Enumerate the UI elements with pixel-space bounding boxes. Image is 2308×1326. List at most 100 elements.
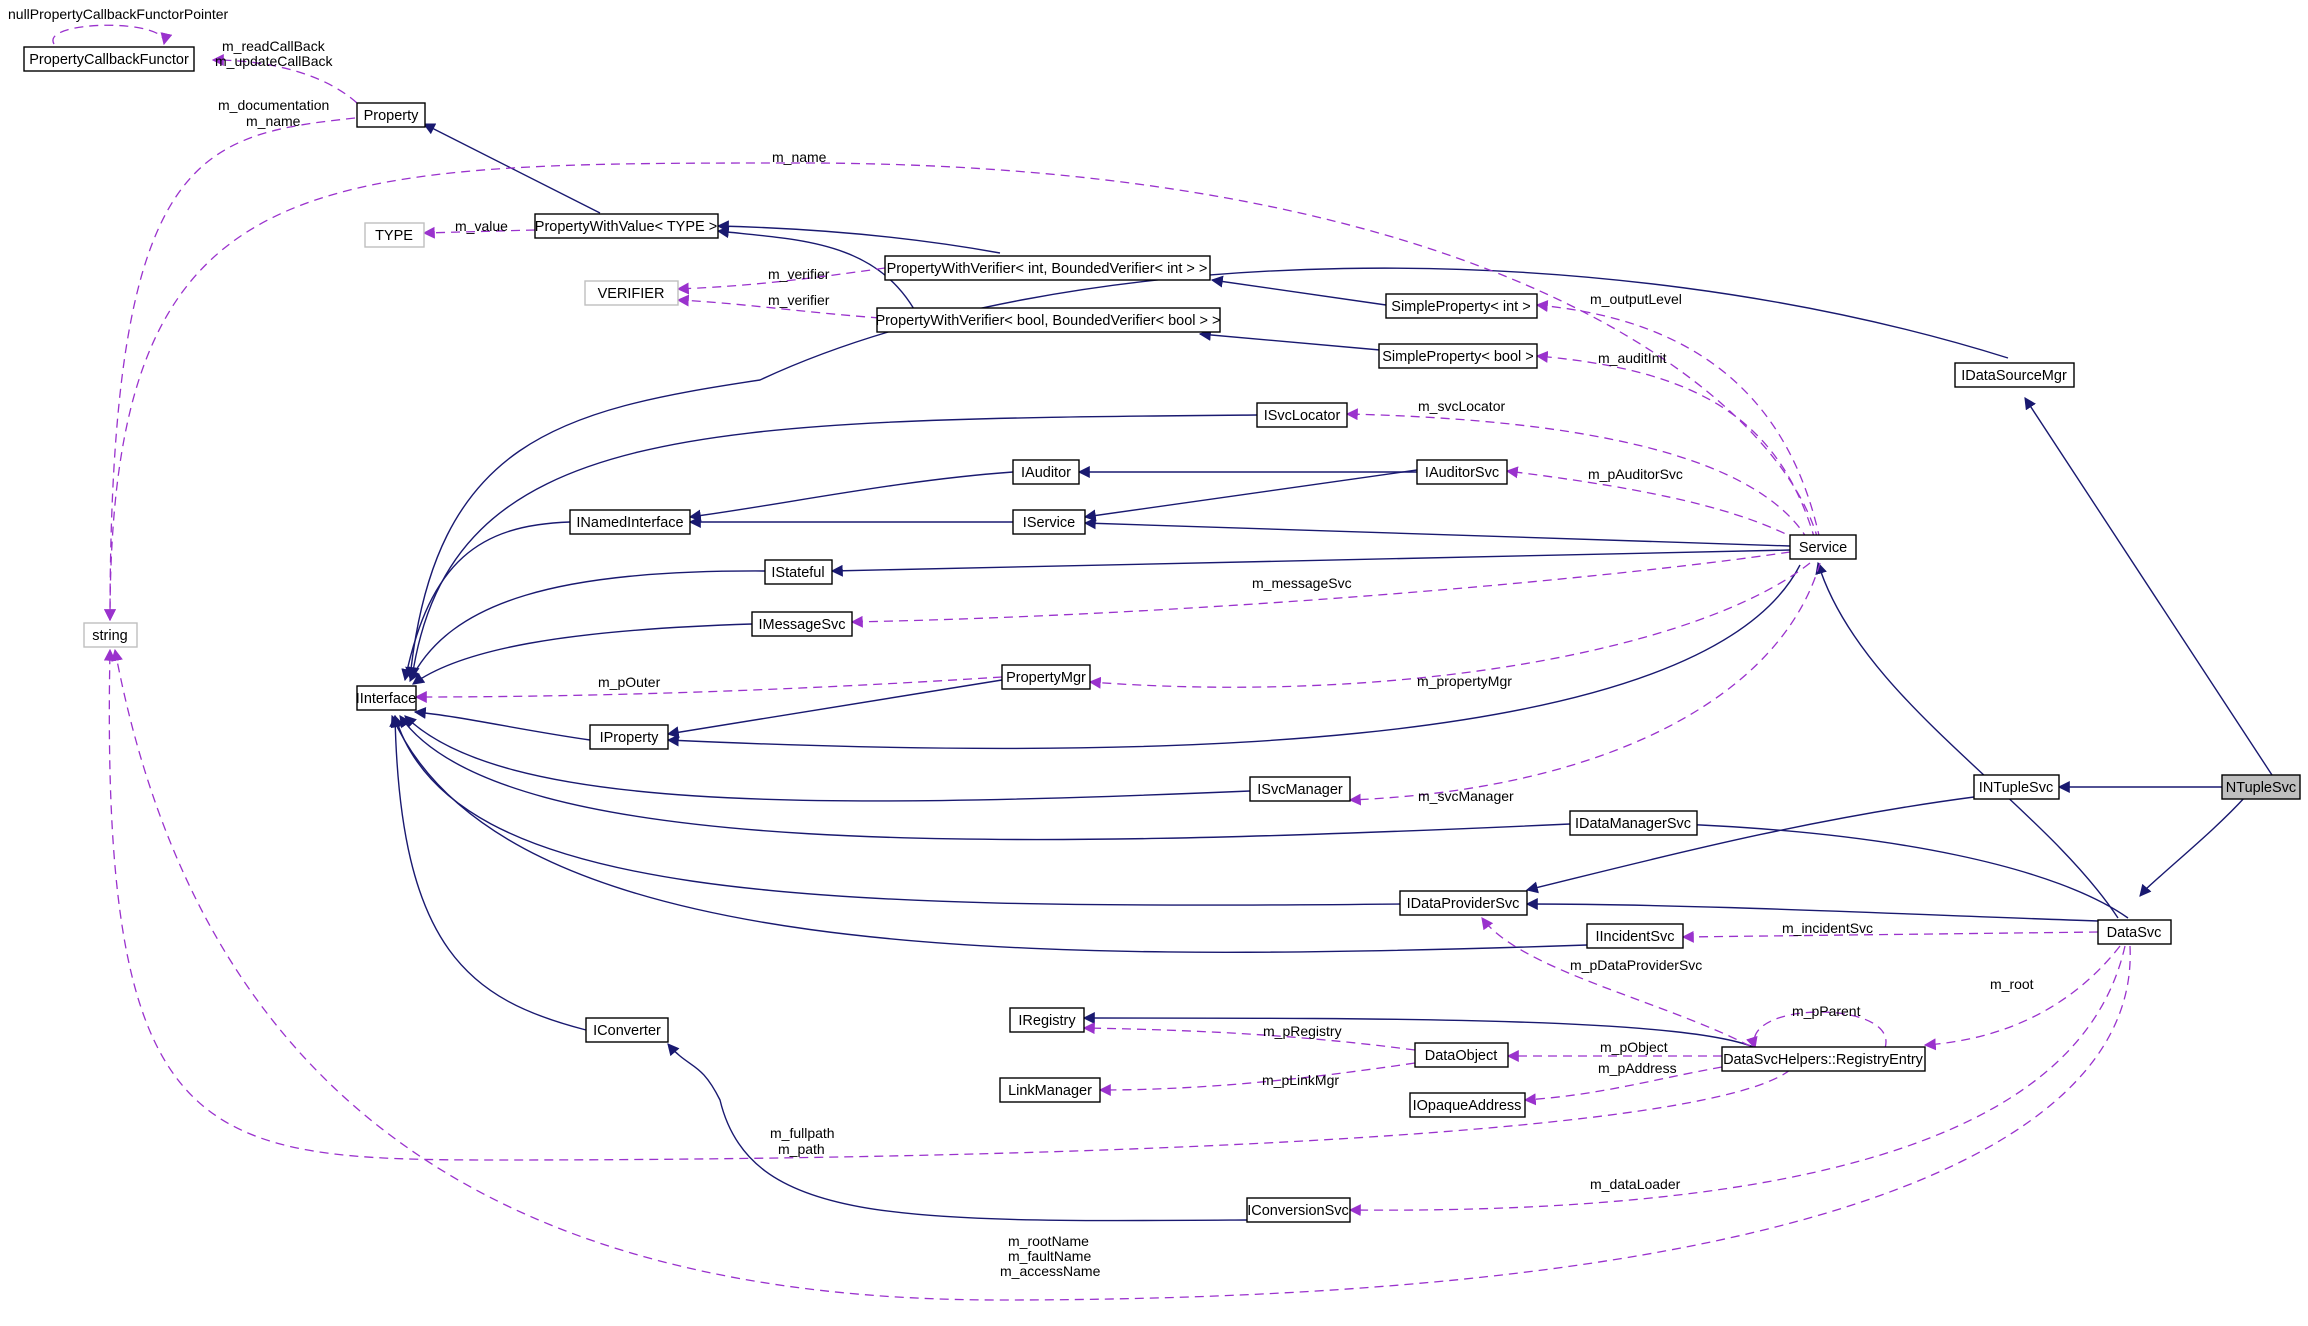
node-idatamanagersvc[interactable]: IDataManagerSvc [1569, 810, 1698, 836]
node-inamedinterface[interactable]: INamedInterface [569, 509, 691, 535]
edge-registryentry-idataprovidersvc [1481, 917, 1751, 1047]
edge-propertymgr-iinterface [414, 676, 1003, 703]
node-pwv-bool[interactable]: PropertyWithVerifier< bool, BoundedVerif… [876, 307, 1221, 333]
node-linkmanager[interactable]: LinkManager [999, 1077, 1101, 1103]
node-ntuplesvc[interactable]: NTupleSvc [2221, 774, 2301, 800]
node-property[interactable]: Property [356, 102, 426, 128]
node-iservice[interactable]: IService [1012, 509, 1086, 535]
label-update-callback: m_updateCallBack [215, 53, 334, 69]
edge-ntuplesvc-idatasourcemgr [2024, 396, 2273, 776]
edge-pwv-bool-propertywithvalue [716, 226, 921, 321]
node-simpleproperty-int[interactable]: SimpleProperty< int > [1385, 293, 1538, 319]
node-registryentry[interactable]: DataSvcHelpers::RegistryEntry [1721, 1046, 1926, 1072]
node-isvcmanager-label: ISvcManager [1257, 782, 1343, 798]
edge-service-iservice [1083, 517, 1791, 547]
usage-edges [52, 24, 2131, 1301]
node-datasvc-label: DataSvc [2107, 925, 2162, 941]
edge-datasvc-idataprovidersvc [1525, 898, 2099, 922]
edge-registryentry-string [103, 648, 1791, 1161]
node-iconversionsvc-label: IConversionSvc [1247, 1203, 1349, 1219]
edge-service-isvclocator [1345, 408, 1809, 541]
label-output-level: m_outputLevel [1590, 291, 1682, 307]
edge-intuplesvc-idataprovidersvc [1525, 796, 1975, 894]
node-imessagesvc[interactable]: IMessageSvc [751, 611, 853, 637]
node-iconverter[interactable]: IConverter [585, 1017, 669, 1043]
edge-service-imessagesvc [850, 551, 1791, 628]
node-iopaqueaddress-label: IOpaqueAddress [1413, 1098, 1522, 1114]
label-fault-name: m_faultName [1008, 1248, 1091, 1264]
node-iservice-label: IService [1023, 515, 1075, 531]
node-iregistry[interactable]: IRegistry [1009, 1007, 1085, 1033]
edge-iproperty-iinterface [413, 706, 591, 741]
label-p-data-provider-svc: m_pDataProviderSvc [1570, 957, 1702, 973]
node-type-label: TYPE [375, 228, 413, 244]
label-root: m_root [1990, 976, 2034, 992]
node-string[interactable]: string [83, 622, 138, 648]
node-property-label: Property [364, 108, 420, 124]
node-iauditor[interactable]: IAuditor [1012, 459, 1080, 485]
node-iproperty-label: IProperty [600, 730, 660, 746]
node-verifier[interactable]: VERIFIER [584, 280, 679, 306]
label-data-loader: m_dataLoader [1590, 1176, 1681, 1192]
edge-iconverter-iinterface [389, 714, 587, 1031]
edge-idatamanagersvc-iinterface [399, 715, 1571, 841]
node-iauditorsvc[interactable]: IAuditorSvc [1416, 459, 1508, 485]
node-datasvc[interactable]: DataSvc [2097, 919, 2172, 945]
node-iinterface[interactable]: IInterface [356, 685, 417, 711]
node-iopaqueaddress[interactable]: IOpaqueAddress [1409, 1092, 1526, 1118]
label-read-callback: m_readCallBack [222, 38, 326, 54]
node-propertycallbackfunctor[interactable]: PropertyCallbackFunctor [23, 46, 195, 72]
node-isvclocator[interactable]: ISvcLocator [1256, 402, 1348, 428]
edge-registryentry-iregistry [1082, 1012, 1761, 1051]
edge-imessagesvc-iinterface [412, 623, 753, 685]
node-service[interactable]: Service [1789, 534, 1857, 560]
node-iincidentsvc-label: IIncidentSvc [1596, 929, 1675, 945]
node-pwv-int[interactable]: PropertyWithVerifier< int, BoundedVerifi… [884, 255, 1211, 281]
node-propertywithvalue[interactable]: PropertyWithValue< TYPE > [534, 213, 719, 239]
node-propertymgr[interactable]: PropertyMgr [1001, 664, 1091, 690]
edge-service-isvcmanager [1348, 562, 1821, 806]
edge-registryentry-iopaqueaddress [1523, 1066, 1723, 1106]
label-root-name: m_rootName [1008, 1233, 1089, 1249]
node-intuplesvc-label: INTupleSvc [1979, 780, 2053, 796]
node-simpleproperty-bool[interactable]: SimpleProperty< bool > [1378, 343, 1538, 369]
node-dataobject-label: DataObject [1425, 1048, 1498, 1064]
node-imessagesvc-label: IMessageSvc [758, 617, 845, 633]
label-p-registry: m_pRegistry [1263, 1023, 1342, 1039]
edge-property-string [104, 117, 356, 622]
edge-service-simpleproperty-int [1535, 300, 1821, 541]
node-idatamanagersvc-label: IDataManagerSvc [1575, 816, 1691, 832]
node-dataobject[interactable]: DataObject [1414, 1042, 1509, 1068]
edge-ntuplesvc-datasvc [2139, 795, 2247, 897]
label-name: m_name [246, 113, 301, 129]
edge-registryentry-self [1746, 1011, 1887, 1050]
node-idataprovidersvc[interactable]: IDataProviderSvc [1399, 890, 1528, 916]
edge-iincidentsvc-iinterface [390, 714, 1588, 954]
node-pwv-bool-label: PropertyWithVerifier< bool, BoundedVerif… [876, 313, 1221, 329]
inheritance-edges [389, 123, 2273, 1222]
edge-iconversionsvc-iconverter [667, 1043, 1248, 1222]
node-istateful[interactable]: IStateful [764, 559, 833, 585]
node-iconverter-label: IConverter [593, 1023, 661, 1039]
edge-null-functor-self [52, 24, 173, 46]
label-documentation: m_documentation [218, 97, 329, 113]
label-svc-manager: m_svcManager [1418, 788, 1514, 804]
node-intuplesvc[interactable]: INTupleSvc [1973, 774, 2060, 800]
edge-service-string-name [104, 162, 1819, 622]
node-iincidentsvc[interactable]: IIncidentSvc [1586, 923, 1684, 949]
node-type[interactable]: TYPE [364, 222, 425, 248]
node-iregistry-label: IRegistry [1018, 1013, 1076, 1029]
edge-iauditorsvc-iservice [1083, 469, 1418, 522]
edge-pwv-int-propertywithvalue [716, 220, 1001, 254]
edge-service-istateful [830, 549, 1791, 577]
edge-isvclocator-iinterface [407, 414, 1258, 680]
edge-dataobject-iregistry [1082, 1022, 1416, 1051]
edge-iauditor-inamedinterface [688, 471, 1014, 522]
edge-service-propertymgr [1088, 562, 1811, 689]
node-iproperty[interactable]: IProperty [589, 724, 669, 750]
node-iconversionsvc[interactable]: IConversionSvc [1246, 1197, 1351, 1223]
edge-pwv-bool-verifier [676, 294, 881, 319]
node-idatasourcemgr[interactable]: IDataSourceMgr [1954, 362, 2075, 388]
node-ntuplesvc-label: NTupleSvc [2226, 780, 2296, 796]
node-isvcmanager[interactable]: ISvcManager [1249, 776, 1351, 802]
